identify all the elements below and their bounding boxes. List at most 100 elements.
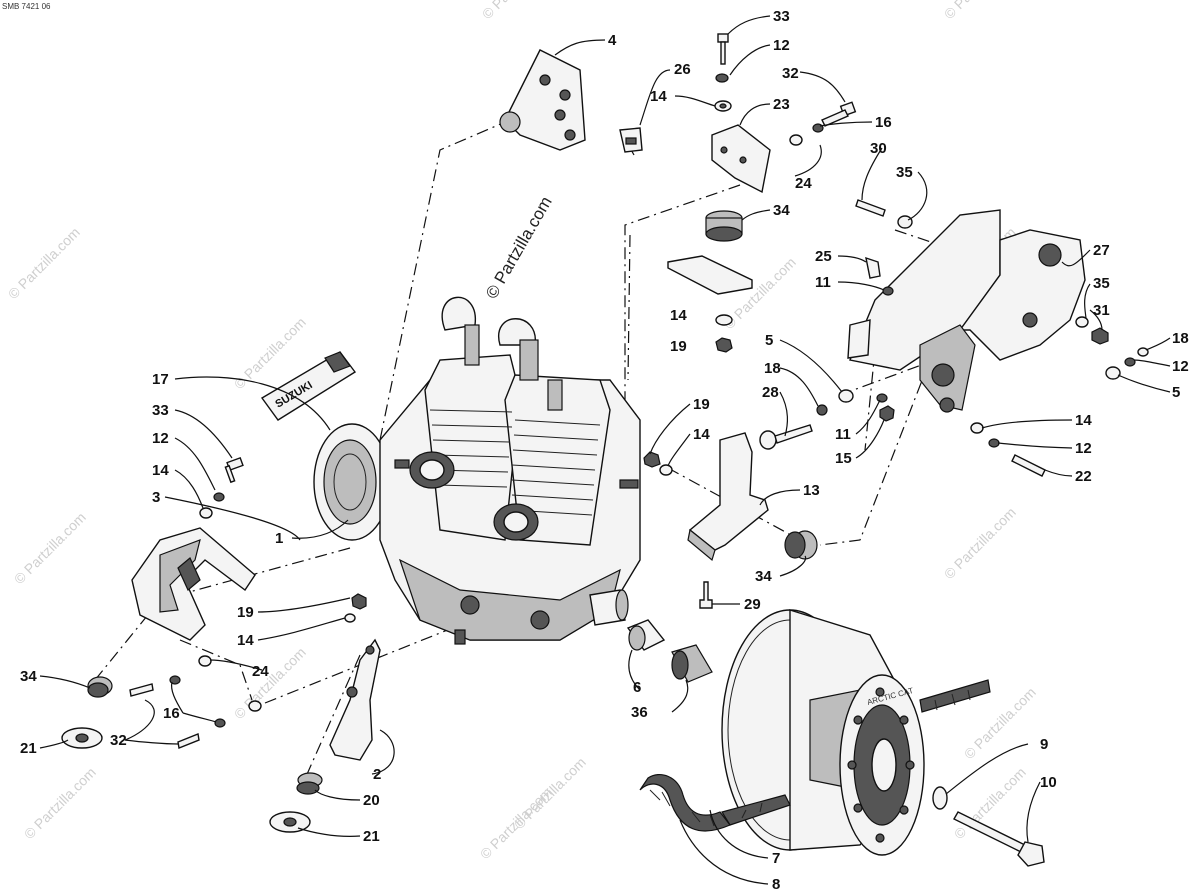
header-code: SMB 7421 06	[2, 2, 51, 11]
part-24-washer-left	[198, 655, 212, 667]
watermark: © Partzilla.com	[941, 504, 1019, 582]
callout-18: 18	[764, 360, 781, 377]
engine-assembly	[313, 296, 641, 645]
part-17-decal: SUZUKI	[260, 351, 357, 421]
callout-20: 20	[363, 792, 380, 809]
part-5-washer	[1105, 366, 1121, 380]
callout-15: 15	[835, 450, 852, 467]
callout-32: 32	[782, 65, 799, 82]
callout-12: 12	[1172, 358, 1189, 375]
watermark: © Partzilla.com	[5, 224, 83, 302]
callout-31: 31	[1093, 302, 1110, 319]
callout-5: 5	[765, 332, 773, 349]
callout-1: 1	[275, 530, 283, 547]
part-23-bracket	[711, 124, 771, 194]
callout-13: 13	[803, 482, 820, 499]
callout-12: 12	[773, 37, 790, 54]
callout-12: 12	[1075, 440, 1092, 457]
part-2-bracket	[329, 638, 381, 761]
part-35-washer	[1075, 316, 1089, 328]
callout-14: 14	[693, 426, 710, 443]
callout-30: 30	[870, 140, 887, 157]
callout-34: 34	[755, 568, 772, 585]
callout-9: 9	[1040, 736, 1048, 753]
part-nut	[715, 337, 733, 353]
part-14-washer-lower	[344, 613, 356, 623]
callout-7: 7	[772, 850, 780, 867]
part-4-bracket	[499, 49, 586, 151]
callout-34: 34	[773, 202, 790, 219]
part-20-mount	[296, 772, 323, 795]
callout-19: 19	[670, 338, 687, 355]
part-28-bolt	[759, 389, 854, 450]
part-15-nut	[879, 405, 895, 422]
part-29-bolt	[699, 581, 713, 609]
callout-17: 17	[152, 371, 169, 388]
callout-25: 25	[815, 248, 832, 265]
part-16-washer-left2	[214, 718, 226, 728]
part-14-washer-left	[199, 507, 213, 519]
callout-36: 36	[631, 704, 648, 721]
part-32-bolt-left	[129, 683, 154, 697]
callout-14: 14	[237, 632, 254, 649]
part-24-washer-left2	[248, 700, 262, 712]
callout-35: 35	[896, 164, 913, 181]
callout-11: 11	[835, 426, 851, 443]
callout-labels: 4 26 33 12 14 23 32 16 24 34 30 35 27 35…	[20, 8, 1189, 893]
watermark: © Partzilla.com	[11, 509, 89, 587]
part-11-washer	[882, 286, 894, 296]
callout-22: 22	[1075, 468, 1092, 485]
callout-14: 14	[1075, 412, 1092, 429]
part-mount-plate	[667, 255, 753, 295]
part-19-nut	[643, 451, 661, 468]
callout-32: 32	[110, 732, 127, 749]
callout-21: 21	[20, 740, 37, 757]
callout-26: 26	[674, 61, 691, 78]
callout-14: 14	[152, 462, 169, 479]
callout-19: 19	[693, 396, 710, 413]
part-22-bolt	[1011, 454, 1046, 477]
callout-6: 6	[633, 679, 641, 696]
part-3-bracket	[131, 527, 256, 641]
part-21-plate-left	[61, 727, 103, 749]
part-8-belt	[639, 679, 991, 832]
callout-19: 19	[237, 604, 254, 621]
callout-23: 23	[773, 96, 790, 113]
part-31-nut	[1091, 327, 1109, 345]
part-19-nut-lower	[351, 593, 367, 610]
callout-24: 24	[795, 175, 812, 192]
part-26-clip	[619, 127, 643, 153]
callout-4: 4	[608, 32, 617, 49]
part-34-mount-mid	[784, 530, 818, 560]
callout-12: 12	[152, 430, 169, 447]
part-14-washer	[659, 464, 673, 476]
callout-28: 28	[762, 384, 779, 401]
callout-24: 24	[252, 663, 269, 680]
part-16-washer-left	[169, 675, 181, 685]
callout-33: 33	[152, 402, 169, 419]
part-18-washer	[1137, 347, 1149, 357]
part-32-bolt-left2	[177, 733, 200, 749]
part-32-bolt-top	[789, 101, 857, 146]
callout-11: 11	[815, 274, 831, 291]
part-25-screw	[865, 256, 881, 279]
part-12-washer	[1124, 357, 1136, 367]
part-14-washer	[970, 422, 984, 434]
part-21-plate-bottom	[269, 811, 311, 833]
callout-35: 35	[1093, 275, 1110, 292]
callout-14: 14	[670, 307, 687, 324]
part-13-bracket	[687, 432, 769, 562]
callout-5: 5	[1172, 384, 1180, 401]
part-34-mount-left	[87, 676, 113, 698]
part-34-mount-top	[705, 210, 743, 242]
watermark: © Partzilla.com	[511, 754, 589, 832]
callout-14: 14	[650, 88, 667, 105]
callout-16: 16	[163, 705, 180, 722]
part-12-washer-left	[213, 492, 225, 502]
watermark-main: © Partzilla.com	[482, 193, 556, 302]
part-36-damper	[671, 644, 713, 683]
watermark: © Partzilla.com	[231, 644, 309, 722]
callout-2: 2	[373, 766, 381, 783]
callout-3: 3	[152, 489, 160, 506]
